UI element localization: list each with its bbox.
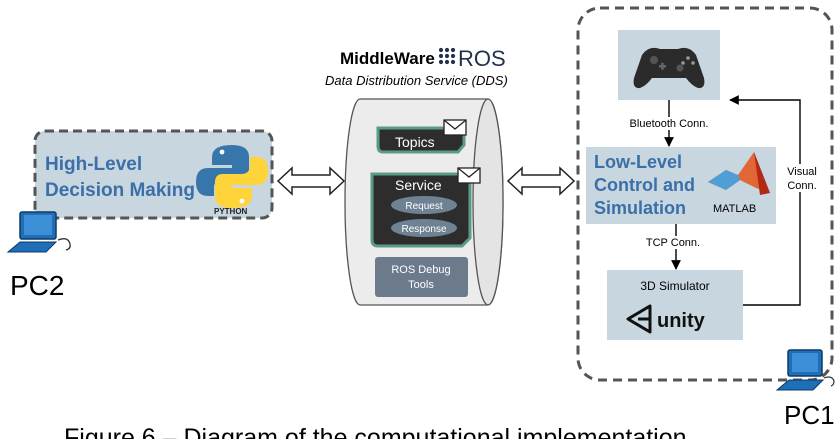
response-pill (391, 219, 457, 237)
middleware-pc1-double-arrow (506, 166, 576, 196)
ros-debug-tools-box (375, 257, 468, 297)
computer-icon (775, 349, 835, 391)
pc1-label: PC1 (784, 400, 835, 430)
gamepad-icon (633, 47, 705, 89)
topics-box (376, 126, 466, 154)
control-simulation-box (586, 147, 776, 224)
control-title-line1: Low-Level (594, 152, 682, 172)
middleware-subtitle: Data Distribution Service (DDS) (325, 73, 508, 88)
matlab-label: MATLAB (713, 203, 756, 215)
ros-debug-line1: ROS Debug (391, 264, 450, 276)
figure-caption: Figure 6 – Diagram of the computational … (64, 424, 687, 439)
ros-debug-line2: Tools (408, 279, 434, 291)
python-label: PYTHON (214, 207, 248, 216)
control-title-line2: Control and (594, 175, 695, 195)
control-title-line3: Simulation (594, 198, 686, 218)
pc2-label: PC2 (10, 270, 64, 301)
visual-connection-line (729, 95, 801, 306)
visual-label-line1: Visual (787, 166, 817, 178)
bluetooth-label: Bluetooth Conn. (630, 118, 709, 130)
unity-icon (626, 304, 652, 334)
simulator-label: 3D Simulator (640, 279, 709, 293)
simulator-box (607, 270, 743, 340)
unity-label: unity (657, 310, 706, 332)
ros-logo-text: ROS (458, 46, 506, 71)
matlab-icon (708, 152, 770, 195)
decision-making-box (33, 129, 274, 220)
computer-icon (6, 211, 71, 253)
envelope-icon (457, 167, 481, 184)
service-label: Service (395, 177, 442, 193)
tcp-label: TCP Conn. (646, 237, 700, 249)
pc2-middleware-double-arrow (276, 166, 346, 196)
decision-title-line1: High-Level (45, 154, 142, 175)
topics-label: Topics (395, 134, 435, 150)
python-icon (196, 145, 268, 208)
middleware-title: MiddleWare (340, 49, 435, 68)
request-label: Request (405, 201, 442, 212)
response-label: Response (401, 224, 446, 235)
envelope-icon (443, 119, 467, 136)
request-pill (391, 196, 457, 214)
decision-title-line2: Decision Making (45, 180, 195, 201)
visual-label-line2: Conn. (787, 180, 816, 192)
ros-logo-icon (438, 47, 456, 65)
